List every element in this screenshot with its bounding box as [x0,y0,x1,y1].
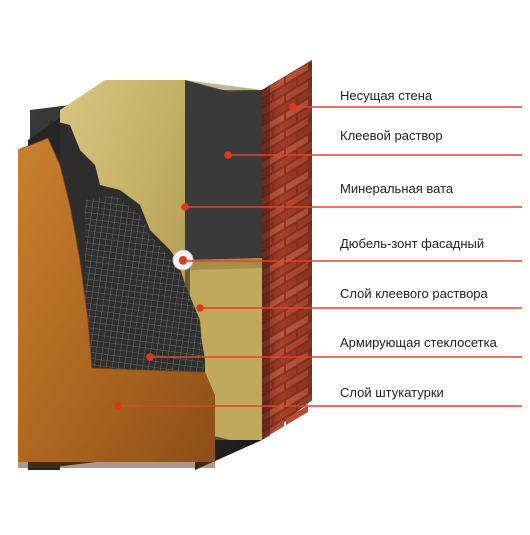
facade-dowel-label: Дюбель-зонт фасадный [340,236,484,251]
leader-lines [114,103,522,410]
adhesive-layer-marker [196,304,204,312]
plaster-layer-marker [114,402,122,410]
plaster-layer-label: Слой штукатурки [340,385,444,400]
reinforcing-mesh-marker [146,353,154,361]
mineral-wool-label: Минеральная вата [340,181,454,196]
reinforcing-mesh-layer [85,195,205,380]
adhesive-mortar-marker [224,151,232,159]
facade-dowel-marker [179,257,187,265]
plaster-layer-shape [17,137,215,468]
load-bearing-wall-marker [289,103,297,111]
load-bearing-wall-label: Несущая стена [340,88,433,103]
adhesive-layer-label: Слой клеевого раствора [340,286,489,301]
mineral-wool-marker [181,203,189,211]
reinforcing-mesh-label: Армирующая стеклосетка [340,335,498,350]
adhesive-mortar-label: Клеевой раствор [340,128,443,143]
brick-wall [262,60,312,440]
brick [286,405,308,426]
